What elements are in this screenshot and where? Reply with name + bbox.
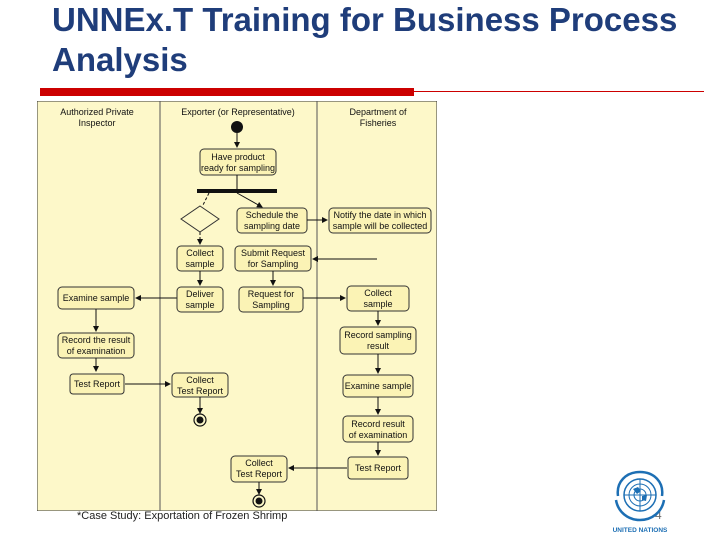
slide-title: UNNEx.T Training for Business Process An… [52,0,712,80]
title-underline-bar [40,88,414,96]
svg-text:sample: sample [363,299,392,309]
activity-test-report-inspector: Test Report [69,373,125,395]
svg-text:Examine sample: Examine sample [345,381,412,391]
activity-have-product: Have product ready for sampling [199,148,277,176]
svg-text:of examination: of examination [349,430,408,440]
lane-header-inspector: Authorized Private Inspector [60,107,134,128]
svg-text:Test Report: Test Report [355,463,402,473]
svg-text:result: result [367,341,390,351]
activity-diagram: Authorized Private Inspector Exporter (o… [37,101,437,511]
svg-text:Examine sample: Examine sample [63,293,130,303]
activity-examine-sample-fisheries: Examine sample [342,374,414,398]
lane-exporter-line-1: Exporter (or Representative) [181,107,295,117]
title-underline-rule [414,91,704,92]
lane-header-exporter: Exporter (or Representative) [181,107,295,117]
svg-text:sample: sample [185,300,214,310]
svg-text:Test Report: Test Report [74,379,121,389]
svg-text:Record result: Record result [351,419,405,429]
lane-fisheries-line-1: Department of [349,107,407,117]
svg-text:of examination: of examination [67,346,126,356]
activity-schedule-date: Schedule the sampling date [236,207,308,234]
case-study-caption: *Case Study: Exportation of Frozen Shrim… [77,510,288,522]
lane-fisheries-line-2: Fisheries [360,118,397,128]
svg-text:Collect: Collect [186,248,214,258]
lane-inspector-line-1: Authorized Private [60,107,134,117]
activity-record-sampling: Record sampling result [339,326,417,355]
un-emblem-icon [614,470,666,522]
svg-text:Notify the date in which: Notify the date in which [333,210,426,220]
lane-inspector-line-2: Inspector [78,118,115,128]
svg-text:Sampling: Sampling [252,300,290,310]
activity-examine-sample-inspector: Examine sample [57,286,135,310]
united-nations-logo: UNITED NATIONS [613,470,668,534]
activity-request-sampling: Request for Sampling [238,286,304,313]
activity-submit-request: Submit Request for Sampling [234,245,312,272]
activity-collect-sample-exporter: Collect sample [176,245,224,272]
svg-text:sample will be collected: sample will be collected [333,221,428,231]
un-logo-text: UNITED NATIONS [613,527,668,534]
svg-text:Test Report: Test Report [177,386,224,396]
activity-collect-test-report-exporter: Collect Test Report [171,372,229,398]
svg-text:Schedule the: Schedule the [246,210,299,220]
initial-node [231,121,243,133]
svg-text:Have product: Have product [211,152,265,162]
activity-test-report-fisheries: Test Report [347,456,409,480]
fork-bar [197,189,277,193]
svg-text:sampling date: sampling date [244,221,300,231]
activity-record-exam-inspector: Record the result of examination [57,332,135,359]
activity-deliver-sample: Deliver sample [176,286,224,313]
svg-text:Request for: Request for [248,289,295,299]
svg-text:Collect: Collect [186,375,214,385]
svg-text:Collect: Collect [245,458,273,468]
lane-header-fisheries: Department of Fisheries [349,107,407,128]
svg-text:Submit Request: Submit Request [241,248,306,258]
activity-record-exam-fisheries: Record result of examination [342,415,414,443]
activity-notify-date: Notify the date in which sample will be … [328,207,432,234]
svg-text:sample: sample [185,259,214,269]
activity-collect-test-report-exporter-2: Collect Test Report [230,455,288,483]
final-node-exporter [193,413,207,427]
svg-text:ready for sampling: ready for sampling [201,163,275,173]
page-number: 4 [655,508,662,522]
svg-text:Test Report: Test Report [236,469,283,479]
svg-text:Deliver: Deliver [186,289,214,299]
svg-text:Collect: Collect [364,288,392,298]
svg-text:for Sampling: for Sampling [248,259,299,269]
slide-title-line-2: Analysis [52,41,188,78]
svg-text:Record the result: Record the result [62,335,131,345]
slide-title-line-1: UNNEx.T Training for Business Process [52,1,678,38]
activity-collect-sample-fisheries: Collect sample [346,285,410,312]
final-node-exporter-2 [252,494,266,508]
svg-text:Record sampling: Record sampling [344,330,412,340]
